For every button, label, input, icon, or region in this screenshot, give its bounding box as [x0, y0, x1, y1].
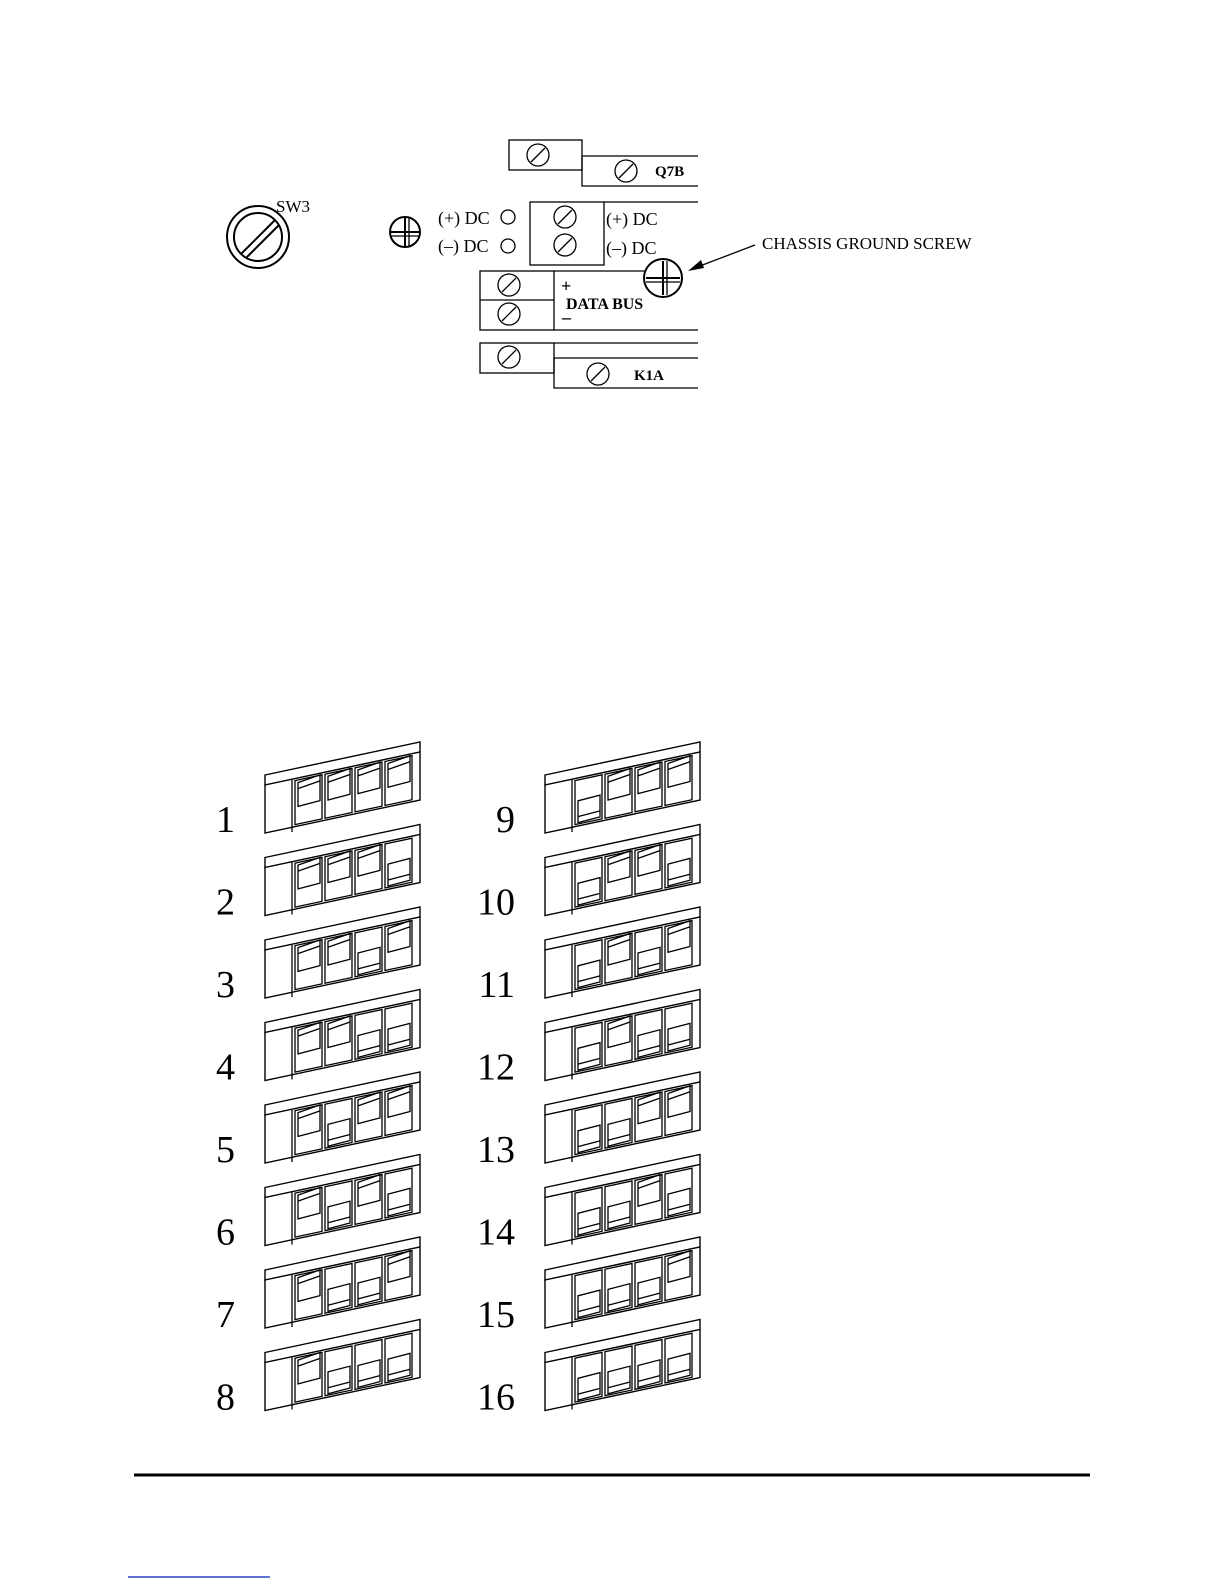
data-bus-minus-label: –	[561, 307, 572, 327]
k1a-label: K1A	[634, 368, 664, 384]
dip-setting-label: 3	[216, 964, 235, 1006]
terminal-screw-icon	[615, 160, 637, 182]
dip-switch-5: 5	[216, 1072, 420, 1171]
dip-switch-9: 9	[496, 742, 700, 841]
led-positive-icon	[501, 210, 515, 224]
dip-switch-6: 6	[216, 1155, 420, 1254]
dc-negative-left-label: (–) DC	[438, 236, 489, 257]
dip-setting-label: 5	[216, 1129, 235, 1171]
terminal-screw-icon	[498, 303, 520, 325]
dip-switch-8: 8	[216, 1320, 420, 1419]
dc-positive-right-label: (+) DC	[606, 209, 658, 230]
dip-setting-label: 16	[477, 1377, 515, 1419]
dc-negative-right-label: (–) DC	[606, 238, 657, 259]
data-bus-label: DATA BUS	[566, 296, 643, 313]
arrow-icon	[688, 245, 755, 271]
dip-setting-label: 9	[496, 799, 515, 841]
terminal-screw-icon	[527, 144, 549, 166]
led-negative-icon	[501, 239, 515, 253]
dip-setting-label: 14	[477, 1212, 515, 1254]
dip-setting-label: 13	[477, 1129, 515, 1171]
terminal-screw-icon	[498, 346, 520, 368]
dc-positive-left-label: (+) DC	[438, 208, 490, 229]
dip-setting-label: 8	[216, 1377, 235, 1419]
sw3-label: SW3	[276, 197, 310, 216]
dip-setting-label: 1	[216, 799, 235, 841]
chassis-ground-label: CHASSIS GROUND SCREW	[762, 234, 973, 253]
dip-switch-3: 3	[216, 907, 420, 1006]
data-bus-plus-label: +	[561, 276, 571, 296]
chassis-ground-screw-icon	[644, 259, 682, 297]
dip-setting-label: 2	[216, 882, 235, 924]
q7b-label: Q7B	[655, 164, 684, 180]
dip-switch-1: 1	[216, 742, 420, 841]
dip-setting-label: 11	[478, 964, 515, 1006]
dip-setting-label: 10	[477, 882, 515, 924]
dip-setting-label: 4	[216, 1047, 235, 1089]
dip-switch-7: 7	[216, 1237, 420, 1336]
dip-setting-label: 12	[477, 1047, 515, 1089]
dip-setting-label: 7	[216, 1294, 235, 1336]
dip-switch-4: 4	[216, 990, 420, 1089]
dip-switch-2: 2	[216, 825, 420, 924]
dip-setting-label: 6	[216, 1212, 235, 1254]
terminal-screw-icon	[587, 363, 609, 385]
dip-setting-label: 15	[477, 1294, 515, 1336]
terminal-diagram: SW3 (+) DC (–) DC Q7B	[227, 140, 973, 388]
terminal-screw-icon	[498, 274, 520, 296]
phillips-screw-icon	[390, 217, 420, 247]
terminal-screw-icon	[554, 206, 576, 228]
terminal-screw-icon	[554, 234, 576, 256]
